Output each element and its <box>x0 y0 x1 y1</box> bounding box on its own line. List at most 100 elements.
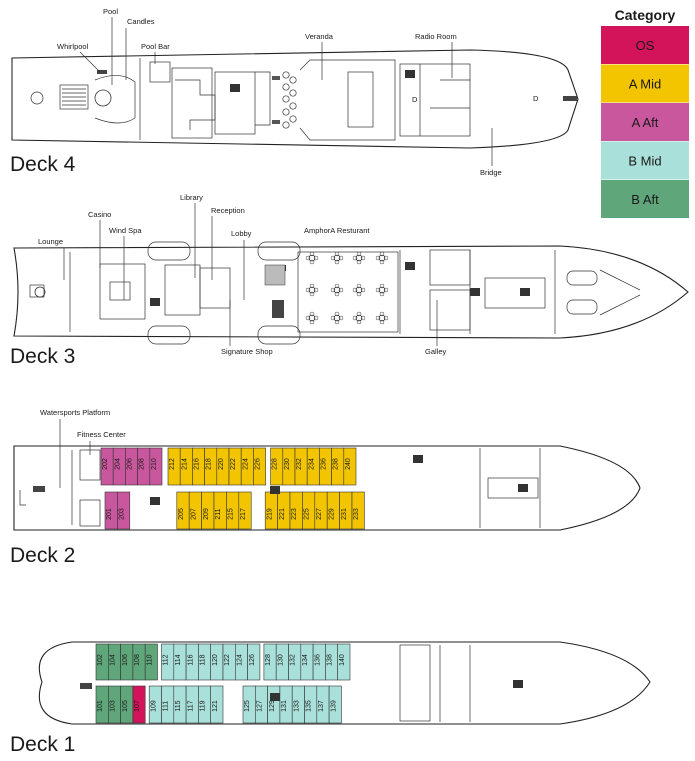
radio-room-label: Radio Room <box>415 32 457 41</box>
cabin-number: 117 <box>187 700 194 711</box>
cabin-number: 101 <box>97 700 104 712</box>
dining-table-11 <box>375 311 389 325</box>
dining-table-4 <box>305 283 319 297</box>
cabin-number: 238 <box>333 458 340 470</box>
cabin-number: 231 <box>341 508 348 520</box>
cabin-240 <box>343 447 357 486</box>
cabin-number: 230 <box>284 458 291 470</box>
cabin-217 <box>238 491 252 530</box>
cabin-107 <box>132 685 146 724</box>
legend-swatch-1 <box>601 64 689 103</box>
cabin-number: 240 <box>345 458 352 470</box>
cabin-140 <box>337 643 351 681</box>
cabin-number: 226 <box>255 458 262 470</box>
cabin-number: 218 <box>206 458 213 470</box>
pool-bar-label: Pool Bar <box>141 42 170 51</box>
dining-table-0 <box>305 251 319 265</box>
legend-label-4: B Aft <box>631 192 659 207</box>
cabin-number: 125 <box>244 700 251 712</box>
cabin-number: 137 <box>318 700 325 712</box>
cabin-number: 201 <box>106 508 113 520</box>
cabin-number: 109 <box>150 700 157 712</box>
cabin-number: 128 <box>265 654 272 666</box>
cabin-number: 111 <box>163 701 170 712</box>
cabin-number: 110 <box>146 654 153 665</box>
pool-icon <box>94 89 112 107</box>
cabin-number: 233 <box>353 508 360 520</box>
cabin-number: 102 <box>97 654 104 666</box>
cabin-number: 219 <box>266 508 273 520</box>
whirlpool-label: Whirlpool <box>57 42 89 51</box>
deck-4-hull <box>11 49 579 149</box>
stair-icon <box>97 70 107 74</box>
cabin-number: 118 <box>200 654 207 665</box>
lounge-label: Lounge <box>38 237 63 246</box>
whirlpool-area <box>59 84 89 110</box>
cabin-number: 207 <box>190 508 197 520</box>
cabin-number: 227 <box>316 508 323 520</box>
cabin-number: 106 <box>122 654 129 666</box>
dining-table-5 <box>330 283 344 297</box>
deck-3-hull <box>13 245 689 339</box>
cabin-number: 120 <box>212 654 219 666</box>
cabin-number: 138 <box>327 654 334 666</box>
cabin-126 <box>247 643 261 681</box>
cabin-number: 108 <box>134 654 141 666</box>
cabin-number: 133 <box>293 700 300 712</box>
lobby-label: Lobby <box>231 229 252 238</box>
cabin-number: 206 <box>127 458 134 470</box>
galley-label: Galley <box>425 347 447 356</box>
cabin-number: 205 <box>178 508 185 520</box>
cabin-number: 217 <box>240 508 247 520</box>
cabin-number: 124 <box>236 654 243 666</box>
dining-table-10 <box>352 311 366 325</box>
fitness-label: Fitness Center <box>77 430 126 439</box>
deck-4-title: Deck 4 <box>10 153 76 176</box>
cabin-number: 215 <box>228 508 235 520</box>
reception-label: Reception <box>211 206 245 215</box>
wind-spa-label: Wind Spa <box>109 226 142 235</box>
dining-table-7 <box>375 283 389 297</box>
cabin-210 <box>149 447 163 486</box>
cabin-number: 224 <box>242 458 249 470</box>
svg-text:D: D <box>533 94 539 103</box>
legend-swatch-0 <box>601 26 689 64</box>
cabin-number: 202 <box>102 458 109 470</box>
cabin-number: 114 <box>175 654 182 665</box>
legend-label-3: B Mid <box>628 154 661 169</box>
deck-3: Library Casino Reception Wind Spa Lobby … <box>10 193 689 368</box>
legend-swatch-4 <box>601 180 689 218</box>
cabin-number: 234 <box>308 458 315 470</box>
cabin-number: 203 <box>119 508 126 520</box>
candles-label: Candles <box>127 17 155 26</box>
amphora-label: AmphorA Resturant <box>304 226 370 235</box>
deck-2-title: Deck 2 <box>10 544 75 567</box>
dining-table-6 <box>352 283 366 297</box>
cabin-number: 204 <box>114 458 121 470</box>
cabin-number: 122 <box>224 654 231 666</box>
library-label: Library <box>180 193 203 202</box>
legend-title: Category <box>615 7 676 23</box>
cabin-number: 212 <box>169 458 176 470</box>
cabin-number: 107 <box>134 700 141 712</box>
cabin-number: 127 <box>256 700 263 712</box>
cabin-number: 236 <box>321 458 328 470</box>
cabin-number: 105 <box>122 700 129 712</box>
cabin-number: 126 <box>249 654 256 666</box>
cabin-number: 209 <box>203 508 210 520</box>
cabin-110 <box>144 643 158 681</box>
cabin-number: 115 <box>175 700 182 711</box>
watersports-label: Watersports Platform <box>40 408 110 417</box>
cabin-226 <box>253 447 266 486</box>
cabin-203 <box>117 491 131 530</box>
cabin-number: 211 <box>215 508 222 519</box>
cabin-number: 136 <box>314 654 321 666</box>
veranda-seating <box>282 71 297 129</box>
cabin-number: 229 <box>328 508 335 520</box>
